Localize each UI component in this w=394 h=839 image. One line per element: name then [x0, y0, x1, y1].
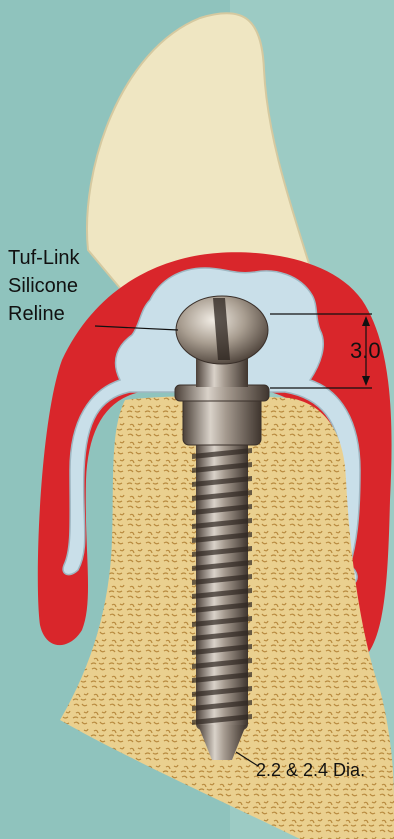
liner-label-line3: Reline [8, 303, 65, 325]
height-label: 3.0 [350, 338, 381, 363]
liner-label-line2: Silicone [8, 275, 78, 297]
diameter-label: 2.2 & 2.4 Dia. [256, 760, 365, 780]
liner-label-line1: Tuf-Link [8, 247, 81, 269]
